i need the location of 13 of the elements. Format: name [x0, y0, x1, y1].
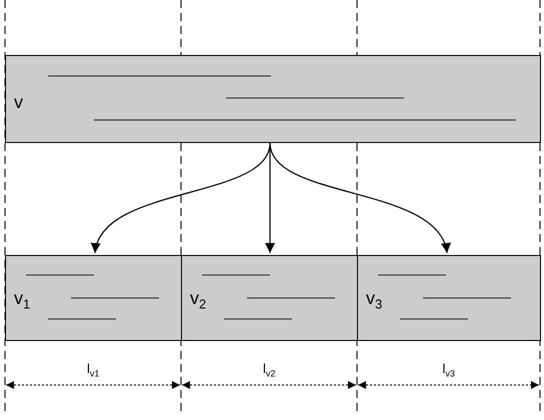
dimension-label: l$_{v2}$	[263, 362, 276, 381]
process-box	[5, 255, 182, 341]
arrow	[269, 142, 449, 254]
process-box	[357, 255, 541, 341]
dimension-label: l$_{v1}$	[87, 362, 100, 381]
node-label: v$_{1}$	[14, 288, 30, 314]
dimension-label: l$_{v3}$	[442, 362, 455, 381]
process-box	[181, 255, 358, 341]
node-label: v$_{2}$	[190, 288, 206, 314]
process-box	[5, 55, 541, 143]
arrow	[93, 142, 271, 254]
node-label: v	[14, 92, 23, 112]
node-label: v$_{3}$	[366, 288, 382, 314]
